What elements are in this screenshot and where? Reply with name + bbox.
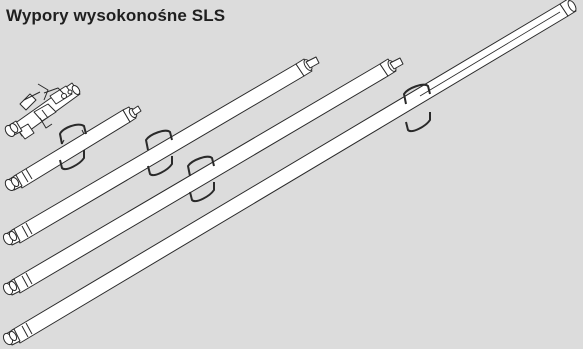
prop-3 xyxy=(2,56,320,246)
prop-4 xyxy=(2,57,404,296)
prop-5 xyxy=(2,0,577,346)
prop-1 xyxy=(4,82,81,140)
prop-2 xyxy=(4,105,142,191)
page-title: Wypory wysokonośne SLS xyxy=(6,6,226,25)
